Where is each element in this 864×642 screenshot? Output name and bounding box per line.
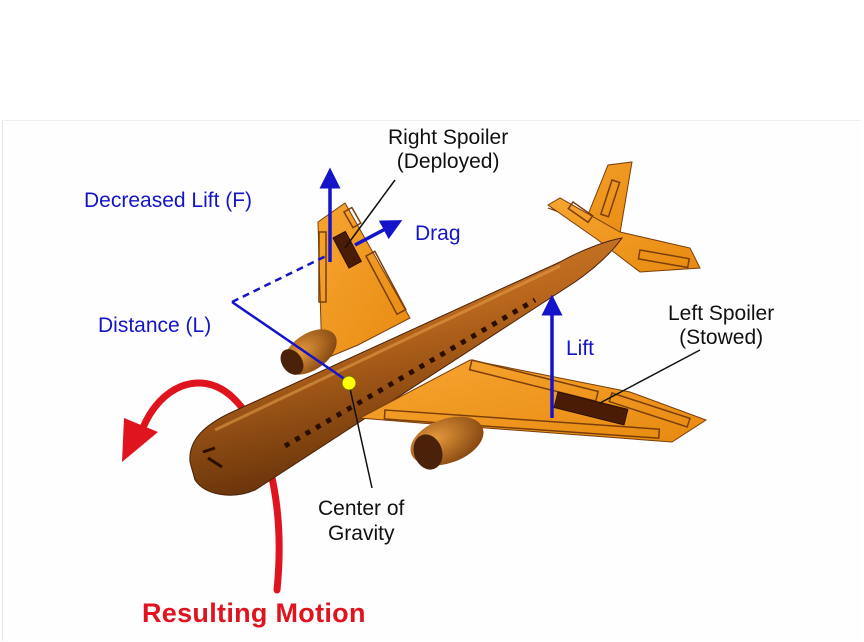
left-spoiler-label: Left Spoiler (Stowed) [668, 303, 774, 348]
right-spoiler-label: Right Spoiler (Deployed) [388, 127, 508, 172]
center-of-gravity-dot [341, 375, 357, 391]
drag-arrow [354, 220, 403, 247]
left-stabilizer-elevator [567, 200, 594, 224]
lift-label: Lift [566, 337, 595, 360]
fuselage [189, 237, 624, 496]
right-wing-inner-panel [318, 231, 327, 303]
distance-line [231, 300, 350, 384]
left-engine [410, 416, 484, 470]
left-spoiler-label-line1: Left Spoiler [668, 302, 775, 325]
blank-top-band [0, 0, 864, 120]
left-spoiler-stowed [553, 391, 629, 426]
left-spoiler-label-line2: (Stowed) [679, 326, 764, 349]
resulting-motion-arrow [138, 379, 283, 594]
force-projection-dashed-line [231, 253, 329, 304]
right-spoiler-label-line2: (Deployed) [396, 150, 500, 173]
right-spoiler-leader [344, 179, 396, 249]
right-spoiler-deployed [332, 230, 362, 269]
right-spoiler-label-line1: Right Spoiler [388, 126, 509, 149]
right-wing-flap [364, 250, 407, 316]
left-wing-flap-rear [383, 409, 661, 439]
left-spoiler-leader [599, 349, 701, 404]
center-of-gravity-label-line1: Center of [318, 497, 405, 520]
distance-label: Distance (L) [98, 314, 212, 337]
center-of-gravity-label: Center of Gravity [318, 498, 404, 544]
drag-label: Drag [415, 222, 461, 245]
cockpit-window [202, 446, 223, 469]
fuselage-highlight [214, 264, 561, 432]
resulting-motion-label: Resulting Motion [142, 598, 366, 628]
resulting-motion-arrowhead [122, 418, 158, 462]
right-wing-outer-panel [342, 206, 362, 229]
center-of-gravity-label-line2: Gravity [327, 522, 395, 545]
decreased-lift-label: Decreased Lift (F) [84, 189, 253, 212]
center-of-gravity-leader [348, 383, 373, 489]
cabin-windows [283, 297, 537, 449]
fin-rudder [599, 179, 621, 218]
stabilizer-elevator [637, 249, 691, 269]
left-wing-flap-front [468, 359, 600, 403]
